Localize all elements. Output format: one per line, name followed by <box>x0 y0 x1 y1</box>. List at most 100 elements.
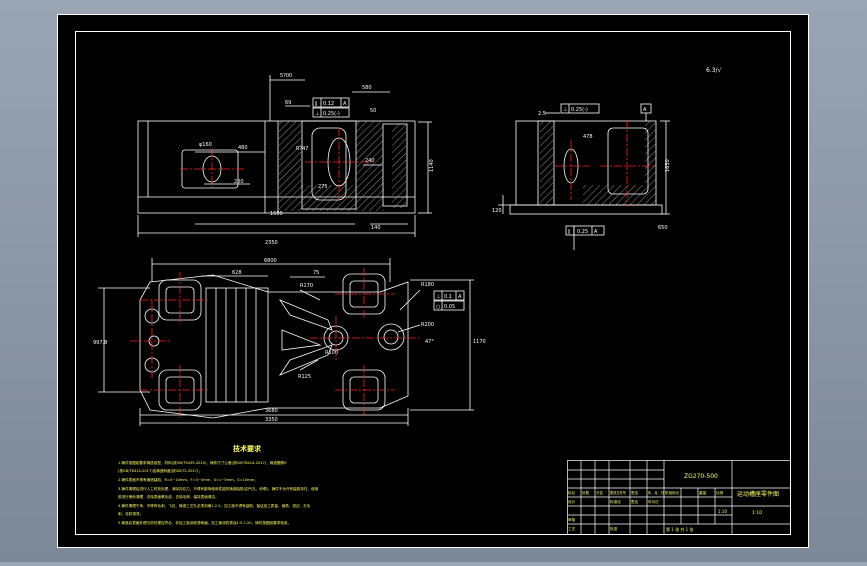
plan-dim-r180: R180 <box>421 282 434 288</box>
dim-140: 140 <box>371 225 381 231</box>
note-line-3: 2.铸件表面不得有铸造缺陷，R=5~10mm，F=3~5mm，S=1~5mm，S… <box>118 477 258 482</box>
tol1-value: 0.12 <box>323 101 334 107</box>
role-process: 工艺 <box>568 526 576 531</box>
plan-tol-frame-1 <box>433 290 465 301</box>
dim-50: 50 <box>370 108 376 114</box>
plan-dim-628: 628 <box>232 270 242 276</box>
role-review: 审核 <box>568 517 576 522</box>
front-section-view: 1600 2350 140 5?00 580 50 69 480 200 114… <box>137 73 435 246</box>
side-tol-top-value: 0.25(-) <box>571 107 588 113</box>
tb-scale-label: 比例 <box>716 490 724 495</box>
dim-diameter-front: φ160 <box>199 142 212 148</box>
side-section-view: 1650 120 650 478 2.5 ⊥ 0.25(-) ∥ 0.25 A … <box>492 103 671 250</box>
th-date: 年、月、日 <box>648 490 664 495</box>
plan-dim-angle: 47° <box>425 339 434 345</box>
role-design: 设计 <box>568 499 576 504</box>
title-part-name: 运动槽座零件图 <box>737 490 779 498</box>
note-line-7: 刺、涂防锈漆； <box>118 511 143 516</box>
dim-radius-front: R?47 <box>296 146 309 152</box>
tol1-symbol: ∥ <box>315 101 318 107</box>
note-line-1: 1.铸件按图纸要求铸造成型，材料(按GB/T9439-2010)，铸件尺寸公差(… <box>118 460 287 465</box>
note-line-5: 前进行喷砂清理，去除表面氧化皮，去除毛刺，保持表面清洁； <box>118 494 219 499</box>
plan-dim-3680: 3680 <box>265 408 278 414</box>
plan-dim-r125: R125 <box>298 374 311 380</box>
drawing-frame <box>75 31 791 535</box>
plan-dim-r200: R200 <box>421 322 434 328</box>
dim-1600: 1600 <box>270 211 283 217</box>
side-dim-1650: 1650 <box>665 159 671 172</box>
tb-weight-label: 重量 <box>699 490 707 495</box>
plan-dim-1170: 1170 <box>473 339 486 345</box>
side-datum-label: A <box>643 107 647 113</box>
title-block-border <box>567 460 791 535</box>
title-scale: 1:10 <box>718 509 727 514</box>
plan-dim-6800: 6800 <box>264 258 277 264</box>
side-hatch-left <box>540 121 553 205</box>
side-tol-top-symbol: ⊥ <box>563 107 567 113</box>
th-count: 处数 <box>582 490 590 495</box>
dim-1140: 1140 <box>429 159 435 172</box>
side-tol-bottom-datum: A <box>594 229 598 235</box>
th-sign: 签名 <box>631 490 639 495</box>
roughness-symbol: 6.3/√ <box>706 67 722 74</box>
side-hatch-base <box>583 185 656 205</box>
dim-580: 580 <box>362 85 372 91</box>
plan-view: 6800 628 75 997.8 1170 3680 3350 R170 R1… <box>93 258 486 426</box>
th-mark: 标记 <box>568 490 576 495</box>
side-tol-bottom-frame <box>565 225 605 236</box>
dim-69: 69 <box>285 100 291 106</box>
plan-tol-frame-2 <box>433 300 465 311</box>
notes-title: 技术要求 <box>233 444 262 453</box>
dim-2350: 2350 <box>265 240 278 246</box>
role-std: 标准化 <box>610 499 621 504</box>
dim-480: 480 <box>238 145 248 151</box>
section-hatch-left <box>279 121 301 185</box>
tb-sign-label: 签名 <box>631 499 639 504</box>
tolerance-frame-2 <box>312 107 350 118</box>
side-dim-120: 120 <box>492 208 502 214</box>
plan-tol1-symbol: ⊥ <box>436 294 440 300</box>
title-sheet: 第 1 张 共 1 张 <box>666 526 693 532</box>
note-line-8: 5.铸造后表面处理与热处理应符合，非加工面涂底漆两遍，加工面涂防锈油1:5-1:… <box>118 520 291 525</box>
tol1-datum: A <box>343 101 347 107</box>
dim-275: 275 <box>318 184 328 190</box>
note-line-4: 3.铸件清理后进行人工时效处理，消除内应力，不得有影响使用性能的铸造缺陷(如气孔… <box>118 486 319 491</box>
technical-requirements: 技术要求 1.铸件按图纸要求铸造成型，材料(按GB/T9439-2010)，铸件… <box>118 444 319 525</box>
title-block: ZG270-500 运动槽座零件图 1:10 1:10 第 1 张 共 1 张 … <box>567 460 791 535</box>
plan-tol2-symbol: ○ <box>436 304 440 310</box>
th-zone: 分区 <box>596 490 604 495</box>
plan-tol2-value: 0.05 <box>444 304 455 310</box>
viewport-background[interactable] <box>57 14 809 548</box>
plan-dim-997-8: 997.8 <box>93 340 107 346</box>
title-material-note: 1:10 <box>752 510 762 516</box>
side-dim-478: 478 <box>583 134 593 140</box>
th-docno: 更改文件号 <box>610 490 626 495</box>
side-dim-2-5: 2.5 <box>538 111 546 117</box>
section-hatch-base <box>279 185 384 211</box>
plan-dim-r170: R170 <box>300 283 313 289</box>
note-line-6: 4.铸件清理干净，不得有毛刺、飞边、铸造工艺孔必须封堵1:2.5，加工面不得有缺… <box>118 503 311 508</box>
side-tol-top-frame <box>560 103 600 114</box>
tb-date-label: 年月日 <box>648 499 659 504</box>
tol2-value: 0.25(-) <box>323 111 340 117</box>
dim-240: 240 <box>365 158 375 164</box>
role-approve: 批准 <box>610 526 618 531</box>
plan-tol1-datum: A <box>458 294 462 300</box>
section-hatch-right <box>392 124 406 208</box>
plan-dim-75: 75 <box>313 270 319 276</box>
side-tol-bottom-value: 0.25 <box>577 229 588 235</box>
side-dim-650: 650 <box>658 225 668 231</box>
plan-dim-r100: R100 <box>325 350 338 356</box>
tb-stage-label: 阶段标记 <box>665 490 680 495</box>
section-hatch-mid <box>356 121 383 185</box>
note-line-2: (按GB/T6414-2017)及铸造斜度(按GB/T2-2017)； <box>118 468 202 473</box>
side-tol-bottom-symbol: ∥ <box>568 229 571 235</box>
tol2-symbol: ⊥ <box>315 111 319 117</box>
dim-200: 200 <box>234 179 244 185</box>
tolerance-frame-1 <box>312 97 350 108</box>
title-drawing-no: ZG270-500 <box>684 473 718 480</box>
front-outline <box>137 120 416 214</box>
plan-tol1-value: 0.1 <box>444 294 452 300</box>
